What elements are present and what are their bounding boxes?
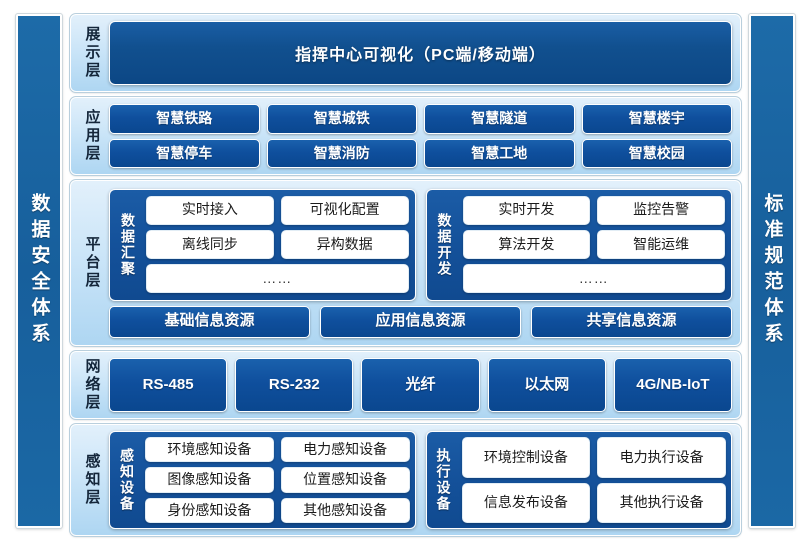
sense-group-left-label-wrap: 感知设备 [115, 437, 139, 523]
platform-groups: 数据汇聚 实时接入 可视化配置 离线同步 异构数据 [109, 188, 732, 301]
right-pillar-label: 标准规范体系 [761, 193, 783, 349]
platform-group-data-aggregation: 数据汇聚 实时接入 可视化配置 离线同步 异构数据 [109, 188, 416, 301]
platform-group-left-label-wrap: 数据汇聚 [116, 196, 140, 294]
sense-group-right-grid: 环境控制设备 电力执行设备 信息发布设备 其他执行设备 [461, 437, 726, 523]
platform-group-right-label: 数据开发 [436, 212, 453, 277]
sense-chip-environment-control-device[interactable]: 环境控制设备 [461, 437, 591, 478]
network-chip-ethernet[interactable]: 以太网 [487, 358, 606, 412]
platform-group-left-grid: 实时接入 可视化配置 离线同步 异构数据 …… [146, 195, 409, 294]
sense-group-actuator-devices: 执行设备 环境控制设备 电力执行设备 信息发布设备 其他执行设备 [425, 431, 732, 529]
display-banner-command-center[interactable]: 指挥中心可视化（PC端/移动端） [109, 21, 732, 85]
platform-chip-left-ellipsis[interactable]: …… [146, 264, 409, 294]
platform-group-right-grid: 实时开发 监控告警 算法开发 智能运维 …… [462, 195, 725, 294]
platform-chip-visual-config[interactable]: 可视化配置 [280, 195, 409, 225]
sense-chip-other-actuator-device[interactable]: 其他执行设备 [597, 482, 726, 523]
platform-chip-offline-sync[interactable]: 离线同步 [146, 229, 274, 260]
sense-chip-power-actuator-device[interactable]: 电力执行设备 [597, 437, 726, 478]
layer-display-label-wrap: 展示层 [75, 21, 109, 85]
app-chip-smart-parking[interactable]: 智慧停车 [109, 138, 260, 168]
platform-left-row-3: …… [146, 264, 409, 294]
layer-application-body: 智慧铁路 智慧城铁 智慧隧道 智慧楼宇 智慧停车 智慧消防 智慧工地 智慧校园 [109, 104, 732, 168]
layer-network-body: RS-485 RS-232 光纤 以太网 4G/NB-IoT [109, 358, 733, 412]
layer-platform-label: 平台层 [83, 236, 101, 290]
layer-network: 网络层 RS-485 RS-232 光纤 以太网 4G/NB-IoT [69, 350, 742, 420]
app-chip-smart-urban-rail[interactable]: 智慧城铁 [266, 104, 417, 134]
layer-sense-label: 感知层 [83, 453, 101, 507]
platform-left-row-2: 离线同步 异构数据 [146, 229, 409, 260]
platform-group-right-label-wrap: 数据开发 [433, 196, 457, 294]
platform-chip-realtime-access[interactable]: 实时接入 [146, 195, 274, 225]
layer-sense-label-wrap: 感知层 [75, 431, 109, 529]
platform-resource-row: 基础信息资源 应用信息资源 共享信息资源 [109, 305, 732, 338]
platform-right-row-3: …… [462, 264, 725, 294]
layer-application: 应用层 智慧铁路 智慧城铁 智慧隧道 智慧楼宇 智慧停车 智慧消防 智慧工地 智… [69, 96, 742, 176]
layer-network-label-wrap: 网络层 [75, 358, 109, 412]
sense-group-right-label-wrap: 执行设备 [432, 437, 456, 523]
platform-chip-basic-info-resource[interactable]: 基础信息资源 [109, 305, 310, 338]
layer-sense: 感知层 感知设备 环境感知设备 电力感知设备 [69, 423, 742, 537]
platform-chip-algorithm-development[interactable]: 算法开发 [462, 229, 591, 260]
layer-platform-body: 数据汇聚 实时接入 可视化配置 离线同步 异构数据 [109, 187, 732, 339]
app-chip-smart-firefighting[interactable]: 智慧消防 [266, 138, 417, 168]
layer-sense-body: 感知设备 环境感知设备 电力感知设备 图像感知设备 位置感知设备 [109, 431, 732, 529]
sense-group-left-grid: 环境感知设备 电力感知设备 图像感知设备 位置感知设备 身份感知设备 其他感知设… [145, 437, 410, 523]
sense-groups: 感知设备 环境感知设备 电力感知设备 图像感知设备 位置感知设备 [109, 431, 732, 529]
layer-platform: 平台层 数据汇聚 实时接入 可视化配置 [69, 179, 742, 347]
network-chip-optical-fiber[interactable]: 光纤 [361, 358, 480, 412]
layer-stack: 展示层 指挥中心可视化（PC端/移动端） 应用层 智慧铁路 智慧城铁 智慧隧道 … [69, 13, 742, 537]
app-chip-smart-campus[interactable]: 智慧校园 [581, 138, 732, 168]
network-chip-rs232[interactable]: RS-232 [235, 358, 354, 412]
sense-right-row-2: 信息发布设备 其他执行设备 [461, 482, 726, 523]
sense-left-row-3: 身份感知设备 其他感知设备 [145, 497, 410, 523]
layer-application-label: 应用层 [83, 109, 101, 163]
platform-chip-right-ellipsis[interactable]: …… [462, 264, 725, 294]
left-pillar-label: 数据安全体系 [28, 193, 50, 349]
application-row-2: 智慧停车 智慧消防 智慧工地 智慧校园 [109, 138, 732, 168]
app-chip-smart-construction-site[interactable]: 智慧工地 [424, 138, 575, 168]
platform-group-left-label: 数据汇聚 [120, 212, 136, 277]
layer-application-label-wrap: 应用层 [75, 104, 109, 168]
application-row-1: 智慧铁路 智慧城铁 智慧隧道 智慧楼宇 [109, 104, 732, 134]
platform-right-row-1: 实时开发 监控告警 [462, 195, 725, 225]
sense-chip-other-sensing-device[interactable]: 其他感知设备 [280, 497, 410, 523]
platform-chip-realtime-development[interactable]: 实时开发 [462, 195, 591, 225]
platform-chip-application-info-resource[interactable]: 应用信息资源 [320, 305, 521, 338]
app-chip-smart-railway[interactable]: 智慧铁路 [109, 104, 260, 134]
app-chip-smart-building[interactable]: 智慧楼宇 [581, 104, 732, 134]
app-chip-smart-tunnel[interactable]: 智慧隧道 [424, 104, 575, 134]
platform-chip-shared-info-resource[interactable]: 共享信息资源 [531, 305, 732, 338]
sense-group-sensing-devices: 感知设备 环境感知设备 电力感知设备 图像感知设备 位置感知设备 [109, 431, 416, 529]
network-chip-rs485[interactable]: RS-485 [109, 358, 228, 412]
left-pillar-data-security: 数据安全体系 [15, 13, 63, 529]
sense-chip-identity-sensing-device[interactable]: 身份感知设备 [145, 497, 274, 523]
sense-chip-image-sensing-device[interactable]: 图像感知设备 [145, 467, 274, 493]
platform-right-row-2: 算法开发 智能运维 [462, 229, 725, 260]
network-row: RS-485 RS-232 光纤 以太网 4G/NB-IoT [109, 358, 733, 412]
layer-network-label: 网络层 [83, 358, 101, 412]
platform-left-row-1: 实时接入 可视化配置 [146, 195, 409, 225]
platform-chip-monitoring-alarm[interactable]: 监控告警 [597, 195, 725, 225]
sense-group-right-label: 执行设备 [435, 448, 452, 512]
layer-display-body: 指挥中心可视化（PC端/移动端） [109, 21, 732, 85]
layer-display: 展示层 指挥中心可视化（PC端/移动端） [69, 13, 742, 93]
sense-chip-power-sensing-device[interactable]: 电力感知设备 [280, 437, 410, 463]
platform-chip-heterogeneous-data[interactable]: 异构数据 [280, 229, 409, 260]
platform-group-data-development: 数据开发 实时开发 监控告警 算法开发 智能运维 [425, 188, 732, 301]
sense-chip-environment-sensing-device[interactable]: 环境感知设备 [145, 437, 274, 463]
layer-platform-label-wrap: 平台层 [75, 187, 109, 339]
sense-group-left-label: 感知设备 [119, 448, 135, 512]
sense-right-row-1: 环境控制设备 电力执行设备 [461, 437, 726, 478]
right-pillar-standard-specification: 标准规范体系 [748, 13, 796, 529]
sense-left-row-1: 环境感知设备 电力感知设备 [145, 437, 410, 463]
sense-chip-location-sensing-device[interactable]: 位置感知设备 [280, 467, 410, 493]
network-chip-4g-nbiot[interactable]: 4G/NB-IoT [613, 358, 733, 412]
sense-left-row-2: 图像感知设备 位置感知设备 [145, 467, 410, 493]
sense-chip-info-publishing-device[interactable]: 信息发布设备 [461, 482, 591, 523]
layer-display-label: 展示层 [83, 26, 101, 80]
platform-chip-intelligent-ops[interactable]: 智能运维 [597, 229, 725, 260]
